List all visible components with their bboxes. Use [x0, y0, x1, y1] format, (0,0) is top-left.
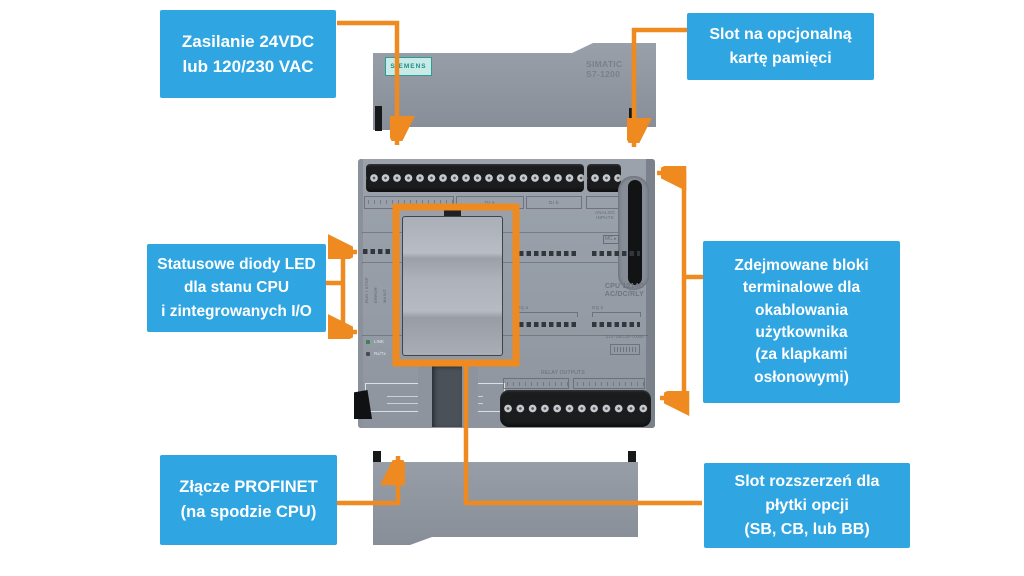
top-cover-clip-right — [629, 108, 635, 125]
barcode — [610, 344, 640, 355]
label-terminal-blocks: Zdejmowane bloki terminalowe dla okablow… — [703, 241, 900, 403]
siemens-logo: SIEMENS — [385, 57, 432, 76]
label-memory-card-slot: Slot na opcjonalną kartę pamięci — [687, 13, 874, 80]
relay-label-box — [503, 378, 569, 389]
memory-card-slot — [628, 180, 642, 285]
dq-b-leds — [592, 322, 640, 327]
top-cover-clip-left — [375, 106, 382, 131]
bottom-cover-shape — [373, 462, 638, 545]
simatic-family: SIMATIC — [586, 59, 623, 69]
plc-bottom-cover — [371, 450, 640, 546]
dq-a-leds — [519, 322, 577, 327]
relay-outputs-label: RELAY OUTPUTS — [541, 370, 585, 376]
relay-label-box — [573, 378, 645, 389]
rxtx-led — [366, 352, 370, 356]
terminal-label-box — [364, 196, 454, 209]
order-number: 214-1BG30-0XB0 — [605, 334, 644, 339]
link-led-label: LINK — [374, 339, 385, 344]
cpu-status-leds — [363, 249, 392, 254]
di-a-leds — [519, 251, 577, 256]
cpu-type-text: CPU 1214C AC/DC/RLY — [604, 283, 644, 299]
terminal-strip-relay — [500, 390, 651, 427]
dq-b-bracket — [592, 312, 641, 317]
label-profinet: Złącze PROFINET (na spodzie CPU) — [160, 455, 337, 545]
body-right-edge — [646, 159, 655, 428]
plc-top-cover: SIEMENS SIMATIC S7-1200 — [371, 42, 657, 131]
cpu-status-led-labels: RUN / STOP ERROR MAINT — [364, 277, 387, 303]
label-status-leds: Statusowe diody LED dla stanu CPU i zint… — [147, 244, 326, 332]
dq-a-label: DQ a — [517, 305, 529, 310]
analog-inputs-text: ANALOG INPUTS — [595, 210, 615, 221]
di-b-leds — [592, 251, 640, 256]
dq-b-label: DQ b — [592, 305, 604, 310]
top-cover-shape — [373, 43, 656, 130]
terminal-label-di-a: DI a — [456, 196, 524, 209]
dq-a-bracket — [517, 312, 578, 317]
mc-tag: MC ▸ — [603, 235, 619, 244]
label-expansion-slot: Slot rozszerzeń dla płytki opcji (SB, CB… — [704, 463, 910, 548]
terminal-strip-analog — [587, 164, 621, 192]
simatic-model: S7-1200 — [586, 68, 621, 79]
link-led — [366, 340, 370, 344]
plc-main-body: DI a DI b ANALOG INPUTS MC ▸ RUN / STOP … — [354, 159, 655, 428]
label-power: Zasilanie 24VDC lub 120/230 VAC — [160, 10, 336, 98]
terminal-strip-top — [366, 164, 584, 192]
simatic-model-text: SIMATIC S7-1200 — [586, 59, 623, 80]
rxtx-led-label: Rx/Tx — [374, 351, 386, 356]
profinet-port-cavity — [432, 365, 462, 427]
access-door — [402, 216, 503, 356]
terminal-label-di-b: DI b — [526, 196, 582, 209]
body-left-edge — [358, 159, 363, 428]
din-rail-clip — [354, 390, 372, 419]
